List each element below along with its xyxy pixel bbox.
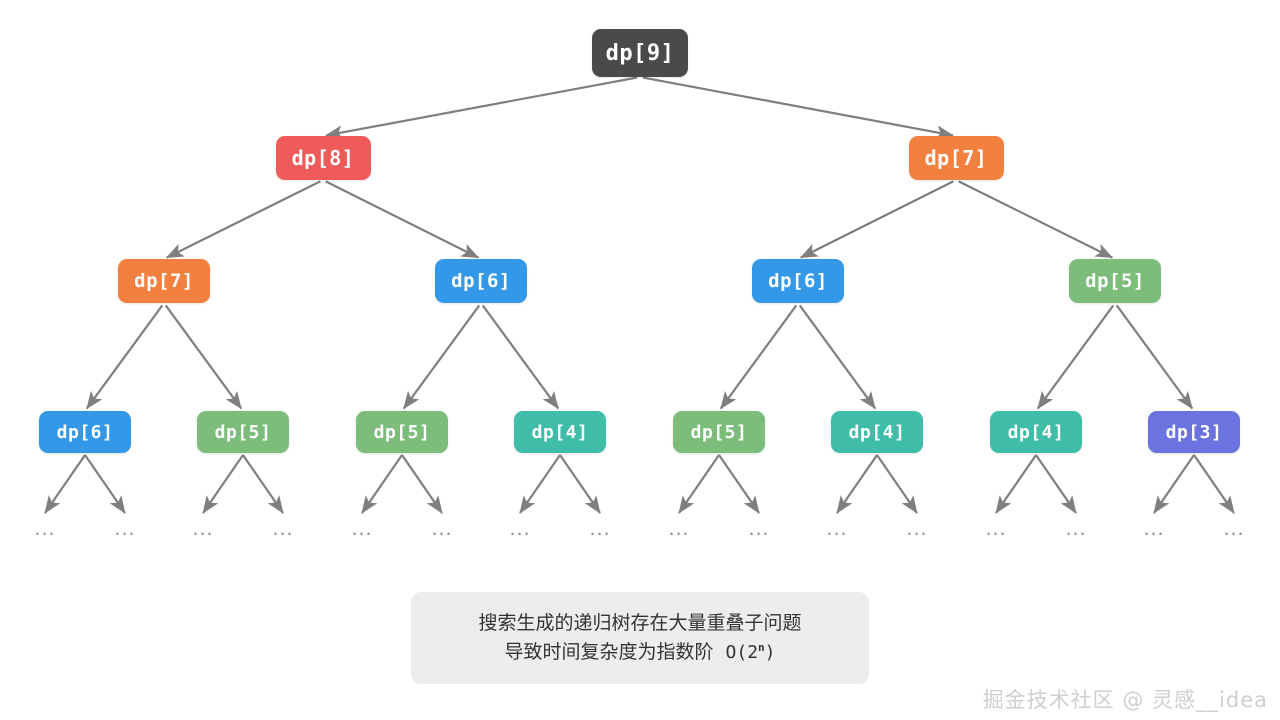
leaf-stub-edge-2 [202,454,244,514]
tree-edges [85,76,1194,410]
tree-node-label: dp[3] [1165,421,1223,443]
tree-node-label: dp[4] [848,421,906,443]
edge-n5-to-n11 [719,304,798,410]
tree-node-dp9-n0: dp[9] [592,29,688,77]
tree-node-label: dp[7] [134,270,194,292]
leaf-ellipsis: ··· [431,523,453,546]
leaf-stub-edge-8 [678,454,720,514]
edge-n4-to-n9 [402,304,481,410]
caption-box: 搜索生成的递归树存在大量重叠子问题 导致时间复杂度为指数阶 O(2n) [411,592,869,684]
leaf-ellipsis: ··· [985,523,1007,546]
caption-line-2-text: 导致时间复杂度为指数阶 [504,641,714,663]
edge-n1-to-n3 [165,180,321,259]
complexity-notation: O(2n) [726,639,776,667]
leaf-stub-edge-0 [44,454,86,514]
leaf-stub-edge-15 [1193,454,1235,514]
leaf-stub-edge-7 [559,454,601,514]
tree-node-label: dp[4] [531,421,589,443]
tree-node-label: dp[9] [605,40,675,66]
tree-node-label: dp[5] [214,421,272,443]
tree-node-dp5-n8: dp[5] [197,411,289,453]
leaf-stub-edge-10 [836,454,878,514]
leaf-ellipsis: ··· [351,523,373,546]
tree-node-dp7-n3: dp[7] [118,259,210,303]
tree-node-dp6-n4: dp[6] [435,259,527,303]
tree-node-label: dp[6] [451,270,511,292]
edge-n2-to-n6 [958,180,1114,259]
leaf-stub-edge-11 [876,454,918,514]
tree-node-label: dp[5] [373,421,431,443]
edge-n1-to-n4 [325,180,480,259]
leaf-stub-edges [44,454,1235,514]
tree-node-label: dp[4] [1007,421,1065,443]
leaf-ellipsis: ··· [906,523,928,546]
leaf-ellipsis: ··· [748,523,770,546]
leaf-ellipsis: ··· [34,523,56,546]
edge-n4-to-n10 [481,304,560,410]
leaf-stub-edge-13 [1035,454,1077,514]
leaf-stub-edge-3 [242,454,284,514]
tree-node-label: dp[6] [768,270,828,292]
leaf-ellipsis: ··· [1223,523,1245,546]
watermark: 掘金技术社区 @ 灵感__idea [982,688,1268,712]
leaf-stub-edge-1 [84,454,126,514]
edge-n3-to-n7 [85,304,164,410]
leaf-stub-edge-5 [401,454,443,514]
leaf-ellipsis: ··· [668,523,690,546]
tree-node-dp5-n9: dp[5] [356,411,448,453]
edge-n5-to-n12 [798,304,877,410]
leaf-ellipsis: ··· [589,523,611,546]
tree-node-dp4-n10: dp[4] [514,411,606,453]
tree-node-dp6-n7: dp[6] [39,411,131,453]
tree-node-dp5-n6: dp[5] [1069,259,1161,303]
edge-n0-to-n2 [642,76,954,140]
edge-n6-to-n14 [1115,304,1194,410]
tree-node-dp8-n1: dp[8] [275,136,371,180]
leaf-ellipsis: ··· [272,523,294,546]
edge-n0-to-n1 [325,76,638,140]
caption-line-2: 导致时间复杂度为指数阶 O(2n) [505,638,776,667]
leaf-ellipsis: ··· [1143,523,1165,546]
tree-node-dp7-n2: dp[7] [908,136,1004,180]
leaf-ellipsis: ··· [509,523,531,546]
leaf-stub-edge-9 [718,454,760,514]
leaf-ellipsis: ··· [192,523,214,546]
edge-n6-to-n13 [1036,304,1115,410]
complexity-suffix: ) [764,642,776,663]
tree-node-label: dp[5] [690,421,748,443]
edge-n3-to-n8 [164,304,243,410]
leaf-ellipsis: ··· [1065,523,1087,546]
edge-n2-to-n5 [799,180,954,259]
tree-node-label: dp[7] [924,146,988,170]
leaf-stub-edge-4 [361,454,403,514]
complexity-prefix: O(2 [725,642,759,663]
tree-node-label: dp[6] [56,421,114,443]
tree-node-dp6-n5: dp[6] [752,259,844,303]
leaf-ellipsis: ··· [826,523,848,546]
tree-node-dp4-n12: dp[4] [831,411,923,453]
tree-node-dp4-n13: dp[4] [990,411,1082,453]
tree-node-dp5-n11: dp[5] [673,411,765,453]
tree-node-label: dp[5] [1085,270,1145,292]
complexity-exponent: n [758,641,765,654]
leaf-ellipsis: ··· [114,523,136,546]
tree-node-label: dp[8] [291,146,355,170]
leaf-stub-edge-14 [1153,454,1195,514]
tree-node-dp3-n14: dp[3] [1148,411,1240,453]
leaf-stub-edge-12 [995,454,1037,514]
caption-line-1: 搜索生成的递归树存在大量重叠子问题 [478,611,802,634]
leaf-stub-edge-6 [519,454,561,514]
